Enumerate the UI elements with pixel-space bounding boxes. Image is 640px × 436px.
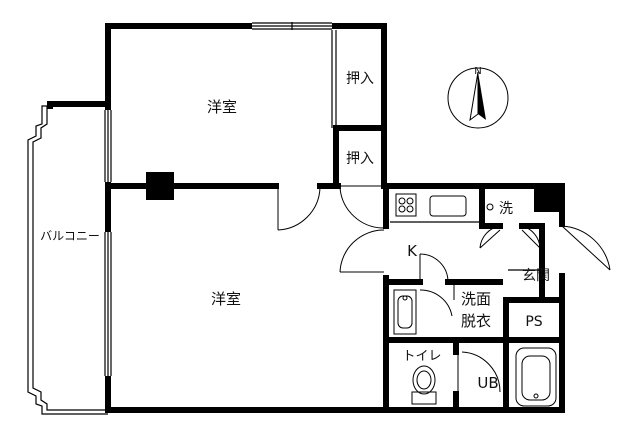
north-arrow-icon: N (447, 66, 509, 129)
room-label-washer: 洗 (499, 201, 513, 217)
washer-icon (486, 203, 494, 211)
kitchen-counter (390, 193, 494, 223)
structural-column (146, 172, 174, 200)
windows (104, 22, 332, 376)
sink-icon (429, 195, 467, 217)
room-label-unit-bath: UB (477, 374, 498, 392)
room-label-washroom-line2: 脱衣 (461, 312, 491, 330)
room-label-closet-2: 押入 (346, 151, 374, 167)
interior-walls (105, 30, 565, 413)
room-label-entrance: 玄関 (522, 267, 550, 284)
bathtub-icon (515, 347, 557, 407)
washbasin-icon (393, 289, 417, 335)
toilet-icon (411, 365, 437, 405)
stove-icon (395, 193, 417, 217)
room-label-kitchen: K (407, 242, 418, 260)
room-label-closet-1: 押入 (346, 71, 374, 87)
room-label-western-bottom: 洋室 (211, 290, 241, 308)
compass-north-label: N (474, 66, 481, 77)
room-label-toilet: トイレ (402, 349, 441, 364)
room-label-ps: PS (525, 314, 542, 330)
balcony (27, 105, 108, 415)
room-label-western-top: 洋室 (207, 98, 237, 116)
room-label-washroom-line1: 洗面 (461, 290, 491, 308)
doors (277, 185, 611, 394)
structural-column (534, 186, 562, 212)
room-label-balcony: バルコニー (40, 229, 100, 243)
